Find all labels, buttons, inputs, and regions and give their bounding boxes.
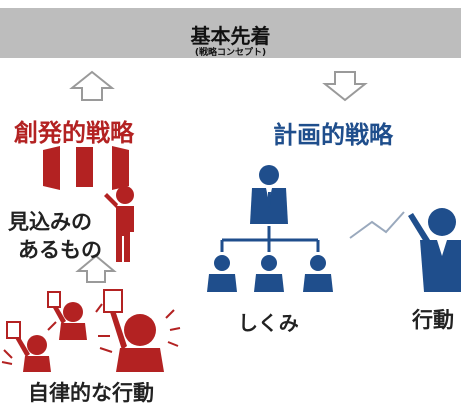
system-label: しくみ bbox=[238, 311, 299, 335]
promising-label-line1: 見込みの bbox=[8, 210, 92, 234]
pointing-person-icon bbox=[104, 186, 134, 262]
promising-label-line2: あるもの bbox=[18, 238, 102, 262]
action-label: 行動 bbox=[412, 308, 454, 332]
header-title: 基本先着 bbox=[190, 24, 271, 48]
active-people-icon bbox=[6, 289, 164, 372]
org-members-icon bbox=[207, 255, 333, 292]
emergent-strategy-title: 創発的戦略 bbox=[14, 119, 134, 147]
header-banner: 基本先着 (戦略コンセプト) bbox=[0, 8, 461, 58]
doors-icon bbox=[43, 146, 129, 190]
up-arrow-middle-icon bbox=[75, 254, 117, 283]
growth-line bbox=[349, 211, 405, 239]
org-chart-lines bbox=[220, 226, 320, 252]
org-chart-icon bbox=[250, 165, 288, 224]
autonomous-action-label: 自律的な行動 bbox=[28, 381, 154, 405]
planned-strategy-title: 計画的戦略 bbox=[273, 121, 393, 149]
motion-lines bbox=[1, 303, 181, 365]
presenter-icon bbox=[408, 208, 461, 292]
header-subtitle: (戦略コンセプト) bbox=[194, 48, 267, 58]
up-arrow-top-icon bbox=[69, 70, 115, 101]
down-arrow-top-icon bbox=[322, 71, 368, 102]
